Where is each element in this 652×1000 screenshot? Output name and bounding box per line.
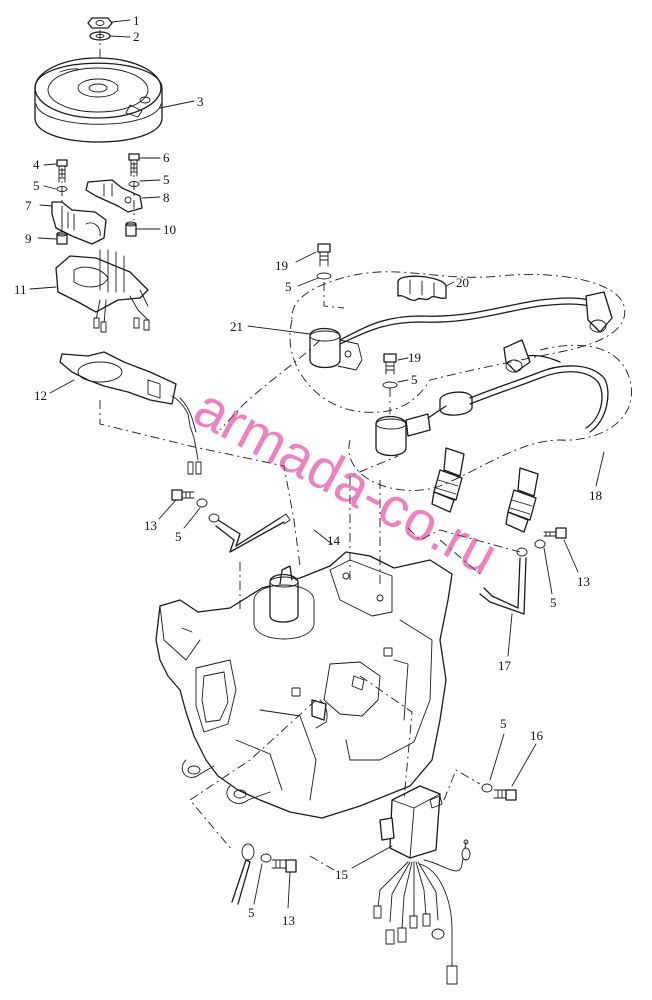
ground-wire-14 xyxy=(208,513,291,553)
ignition-coil-lower xyxy=(375,354,609,457)
bolt-13-right xyxy=(543,527,567,539)
callout-17: 17 xyxy=(498,658,512,673)
callout-labels: 1 2 3 4 5 5 5 5 5 5 5 5 6 7 8 9 10 11 12… xyxy=(14,13,602,928)
plug-cap-lower xyxy=(503,339,531,373)
pulser-arm-harness xyxy=(59,351,202,475)
callout-16: 16 xyxy=(530,728,544,743)
plug-cap-upper xyxy=(585,291,613,333)
leader-lines xyxy=(29,19,605,909)
ignition-coil-upper xyxy=(309,297,597,371)
callout-1: 1 xyxy=(133,13,140,28)
washer-5-bolt-left xyxy=(196,498,208,508)
spark-plug-left xyxy=(431,447,465,513)
flywheel-nut xyxy=(87,17,113,29)
callout-13: 13 xyxy=(144,518,157,533)
callout-6: 6 xyxy=(163,150,170,165)
callout-21: 21 xyxy=(230,319,243,334)
callout-18: 18 xyxy=(589,488,602,503)
callout-5: 5 xyxy=(550,595,557,610)
washer-5-bolt-right xyxy=(534,539,546,549)
callout-15: 15 xyxy=(335,867,348,882)
washer-5-cdi xyxy=(481,783,493,793)
washer-19-lower xyxy=(382,381,398,389)
assembly-lines xyxy=(61,30,632,871)
pulser-coil xyxy=(85,179,143,213)
collar-10 xyxy=(125,221,137,237)
flywheel xyxy=(34,57,163,143)
callout-8: 8 xyxy=(163,190,170,205)
callout-13: 13 xyxy=(577,574,590,589)
callout-11: 11 xyxy=(14,282,27,297)
bolt-16 xyxy=(493,789,517,801)
callout-2: 2 xyxy=(133,29,140,44)
callout-4: 4 xyxy=(33,157,40,172)
callout-5: 5 xyxy=(285,279,292,294)
callout-19: 19 xyxy=(408,350,421,365)
stator-base-plate xyxy=(55,249,150,333)
charge-coil xyxy=(51,201,107,245)
callout-7: 7 xyxy=(25,198,32,213)
callout-5: 5 xyxy=(163,172,170,187)
callout-5: 5 xyxy=(248,905,255,920)
bolt-13-bottom xyxy=(271,859,297,873)
bolt-13-left xyxy=(171,489,195,501)
callout-5: 5 xyxy=(175,529,182,544)
ground-terminal-bottom xyxy=(231,843,255,905)
callout-9: 9 xyxy=(25,231,32,246)
callout-20: 20 xyxy=(456,275,469,290)
callout-5: 5 xyxy=(411,372,418,387)
bolt-19-upper xyxy=(317,243,331,267)
ground-wire-17 xyxy=(479,547,528,615)
cable-clamp xyxy=(397,275,447,301)
callout-12: 12 xyxy=(34,388,47,403)
callout-10: 10 xyxy=(163,222,176,237)
callout-5: 5 xyxy=(500,716,507,731)
cdi-unit xyxy=(373,785,471,985)
bolt-19-lower xyxy=(383,353,397,375)
engine-block xyxy=(155,551,453,819)
callout-3: 3 xyxy=(197,94,204,109)
callout-13: 13 xyxy=(282,913,295,928)
collar-9 xyxy=(56,231,68,245)
washer-5-bottom xyxy=(260,853,272,863)
washer-19-upper xyxy=(316,272,332,280)
callout-14: 14 xyxy=(327,533,341,548)
callout-19: 19 xyxy=(275,258,288,273)
spark-plug-right xyxy=(505,467,539,533)
callout-5: 5 xyxy=(33,178,40,193)
